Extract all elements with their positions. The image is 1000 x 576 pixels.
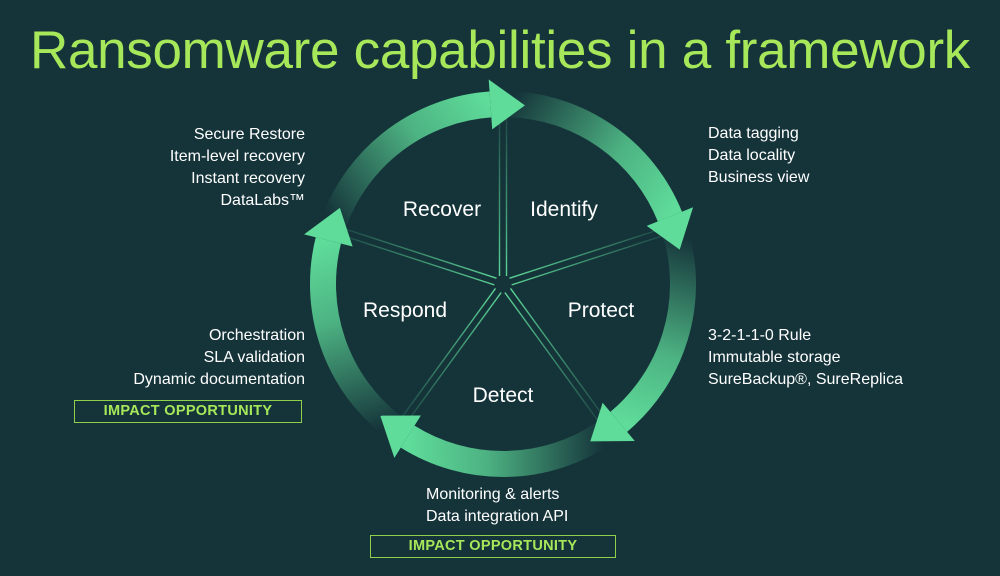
slide-title: Ransomware capabilities in a framework — [29, 21, 971, 80]
stage-recover: Recover — [403, 198, 481, 221]
list-item: Instant recovery — [191, 170, 305, 187]
stage-identify: Identify — [530, 198, 598, 221]
sector-divider-line — [509, 288, 608, 422]
sector-divider-line — [340, 226, 497, 279]
list-item: SureBackup®, SureReplica — [708, 371, 903, 388]
detect-impact-badge: IMPACT OPPORTUNITY — [370, 535, 616, 558]
list-item: Item-level recovery — [169, 148, 305, 165]
cycle-arrow-body — [508, 91, 682, 222]
arrowhead-icon — [488, 79, 525, 130]
list-item: Dynamic documentation — [133, 371, 305, 388]
list-item: Data integration API — [426, 508, 569, 525]
sector-divider-line — [404, 292, 502, 426]
cycle-arrows — [304, 79, 696, 477]
list-item: Secure Restore — [193, 126, 305, 143]
sector-divider-line — [509, 226, 666, 279]
stage-detect: Detect — [473, 384, 534, 407]
sector-divider-line — [511, 233, 668, 286]
list-item: Data tagging — [708, 125, 799, 142]
arrowhead-icon — [304, 207, 353, 247]
stage-respond: Respond — [363, 299, 447, 322]
list-item: SLA validation — [203, 349, 305, 366]
respond-capabilities: Orchestration SLA validation Dynamic doc… — [133, 325, 305, 391]
detect-capabilities: Monitoring & alerts Data integration API — [426, 484, 568, 528]
list-item: Monitoring & alerts — [426, 486, 560, 503]
list-item: Orchestration — [208, 327, 305, 344]
list-item: 3-2-1-1-0 Rule — [708, 327, 812, 344]
protect-capabilities: 3-2-1-1-0 Rule Immutable storage SureBac… — [708, 325, 903, 391]
respond-impact-badge: IMPACT OPPORTUNITY — [74, 400, 302, 423]
cycle-arrow-body — [400, 422, 611, 477]
sector-divider-line — [338, 233, 495, 286]
sector-divider-line — [504, 292, 602, 426]
cycle-arrow-body — [610, 230, 696, 432]
cycle-arrow-body — [321, 91, 492, 228]
identify-capabilities: Data tagging Data locality Business view — [708, 123, 809, 189]
sector-divider-line — [398, 288, 497, 422]
list-item: Data locality — [708, 147, 796, 164]
cycle-arrow-body — [310, 237, 401, 437]
sector-dividers — [338, 112, 668, 426]
recover-capabilities: Secure Restore Item-level recovery Insta… — [170, 124, 305, 212]
stage-protect: Protect — [568, 299, 635, 322]
list-item: Immutable storage — [708, 349, 841, 366]
list-item: DataLabs™ — [220, 192, 306, 209]
list-item: Business view — [708, 169, 810, 186]
